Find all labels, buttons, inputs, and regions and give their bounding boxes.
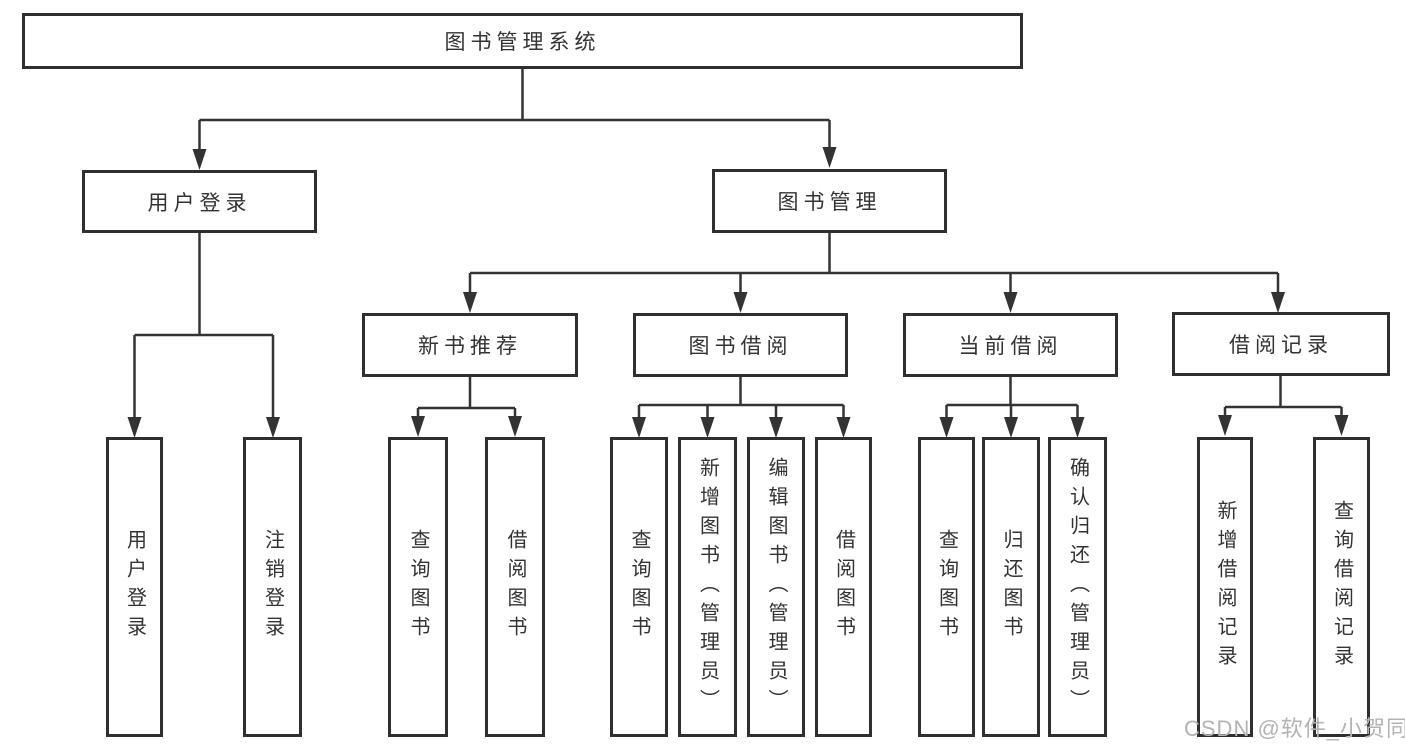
leaf-records-add-record: 新增借阅记录 — [1197, 437, 1253, 737]
connector-newbooks-to-leaves — [411, 377, 522, 437]
leaf-current-query-books: 查询图书 — [918, 437, 975, 737]
connector-currentborrow-to-leaves — [939, 377, 1085, 438]
leaf-borrow-query-books: 查询图书 — [610, 437, 668, 737]
leaf-records-query-record: 查询借阅记录 — [1313, 437, 1370, 737]
csdn-watermark: CSDN @软件_小贺同学 — [1184, 716, 1405, 741]
node-user-login: 用户登录 — [82, 170, 317, 233]
leaf-newbooks-borrow-books-label: 借阅图书 — [504, 529, 526, 645]
node-book-borrow-label: 图书借阅 — [688, 335, 793, 358]
node-borrow-records-label: 借阅记录 — [1229, 334, 1333, 357]
leaf-logout-label: 注销登录 — [261, 529, 284, 645]
node-book-management: 图书管理 — [712, 169, 947, 233]
leaf-current-confirm-return-admin-label: 确认归还（管理员） — [1066, 456, 1089, 718]
leaf-borrow-edit-books-admin: 编辑图书（管理员） — [747, 437, 805, 737]
node-new-book-recommend: 新书推荐 — [362, 313, 578, 377]
leaf-records-add-record-label: 新增借阅记录 — [1214, 500, 1236, 674]
connector-root-to-level2 — [192, 69, 837, 170]
node-user-login-label: 用户登录 — [147, 191, 252, 215]
node-root-library-system: 图书管理系统 — [22, 13, 1023, 69]
connector-bookborrow-to-leaves — [632, 377, 851, 438]
leaf-newbooks-query-books: 查询图书 — [388, 437, 448, 737]
leaf-logout: 注销登录 — [243, 437, 302, 737]
node-borrow-records: 借阅记录 — [1172, 312, 1390, 376]
node-current-borrow: 当前借阅 — [903, 313, 1118, 377]
leaf-borrow-edit-books-admin-label: 编辑图书（管理员） — [765, 456, 787, 718]
connector-userlogin-to-leaves — [127, 233, 280, 438]
leaf-records-query-record-label: 查询借阅记录 — [1330, 500, 1353, 674]
leaf-borrow-add-books-admin: 新增图书（管理员） — [678, 437, 737, 737]
leaf-newbooks-query-books-label: 查询图书 — [407, 529, 429, 645]
leaf-user-login: 用户登录 — [106, 437, 163, 737]
leaf-current-query-books-label: 查询图书 — [935, 529, 958, 645]
leaf-user-login-label: 用户登录 — [123, 529, 146, 645]
leaf-current-return-books-label: 归还图书 — [1000, 529, 1022, 645]
connector-bookmgmt-to-level3 — [463, 233, 1285, 313]
leaf-borrow-query-books-label: 查询图书 — [628, 529, 650, 645]
leaf-borrow-add-books-admin-label: 新增图书（管理员） — [696, 456, 719, 718]
leaf-current-confirm-return-admin: 确认归还（管理员） — [1048, 437, 1107, 737]
leaf-current-return-books: 归还图书 — [982, 437, 1040, 737]
node-book-borrow: 图书借阅 — [633, 313, 848, 377]
leaf-borrow-borrow-books: 借阅图书 — [815, 437, 872, 737]
leaf-newbooks-borrow-books: 借阅图书 — [485, 437, 545, 737]
node-book-management-label: 图书管理 — [777, 191, 882, 214]
leaf-borrow-borrow-books-label: 借阅图书 — [832, 529, 855, 645]
node-new-book-recommend-label: 新书推荐 — [418, 335, 522, 358]
node-current-borrow-label: 当前借阅 — [958, 335, 1063, 358]
connector-borrowrecords-to-leaves — [1218, 375, 1349, 436]
node-root-label: 图书管理系统 — [444, 31, 601, 54]
